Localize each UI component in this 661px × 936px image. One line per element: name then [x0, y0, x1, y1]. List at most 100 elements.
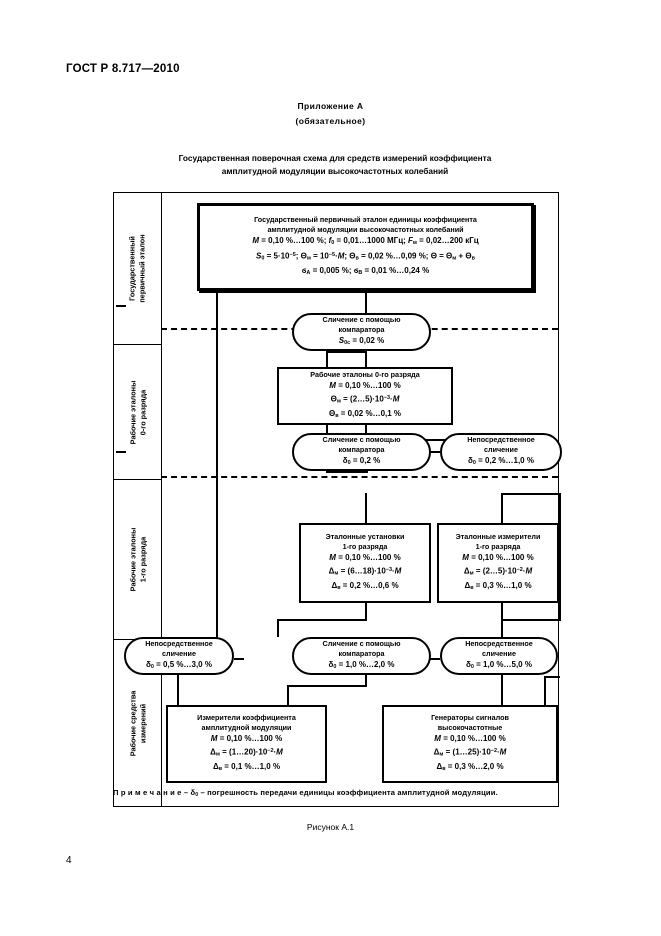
node-formula-3: Δв = 0,2 %…0,6 %	[331, 580, 399, 591]
band-label-line2: первичный эталон	[137, 234, 147, 303]
node-direct-comparison-3[interactable]: Непосредственное сличение δ0 = 1,0 %…5,0…	[440, 637, 558, 675]
node-title-line1: Эталонные измерители	[455, 532, 541, 542]
node-line2: компаратора	[338, 444, 385, 454]
connector	[287, 685, 367, 687]
node-formula-1: M = 0,10 %…100 %	[329, 381, 401, 391]
node-line1: Сличение с помощью	[322, 314, 401, 324]
appendix-heading: Приложение А (обязательное)	[0, 99, 661, 129]
band-label-line1: Рабочие эталоны	[128, 380, 137, 444]
connector	[501, 667, 503, 705]
node-reference-setups-1[interactable]: Эталонные установки 1-го разряда M = 0,1…	[299, 523, 431, 603]
node-direct-comparison-2[interactable]: Непосредственное сличение δ0 = 0,5 %…3,0…	[124, 637, 234, 675]
figure-caption: Рисунок А.1	[306, 822, 355, 832]
diagram-note-text: П р и м е ч а н и е – δ0 – погрешность п…	[113, 788, 498, 799]
node-formula-3: Θв = 0,02 %…0,1 %	[328, 408, 402, 419]
node-formula: S0с = 0,02 %	[338, 335, 385, 347]
node-comparison-2[interactable]: Сличение с помощью компаратора δ0 = 0,2 …	[292, 433, 431, 471]
node-formula-2: Θм = (2…5)·10−3·M	[330, 394, 400, 405]
connector	[216, 291, 367, 293]
connector	[216, 291, 218, 646]
node-comparison-1[interactable]: Сличение с помощью компаратора S0с = 0,0…	[292, 313, 431, 351]
node-working-standards-0[interactable]: Рабочие эталоны 0-го разряда M = 0,10 %……	[277, 367, 453, 425]
node-hf-generators[interactable]: Генераторы сигналов высокочастотные M = …	[382, 705, 558, 783]
node-formula: δ0 = 0,2 %…1,0 %	[468, 455, 534, 467]
node-title-line2: высокочастотные	[437, 723, 503, 733]
node-formula-1: M = 0,10 %…100 %	[329, 553, 401, 563]
figure-title-line1: Государственная поверочная схема для сре…	[178, 153, 492, 163]
connector	[430, 451, 440, 453]
figure-title: Государственная поверочная схема для сре…	[110, 152, 560, 177]
appendix-kind: (обязательное)	[295, 116, 366, 126]
node-formula-1: M = 0,10 %…100 %	[210, 734, 283, 744]
band-label-line2: 1-го разряда	[137, 536, 147, 583]
node-line1: Сличение с помощью	[322, 434, 401, 444]
band-label-line2: 0-го разряда	[137, 389, 147, 435]
connector	[365, 493, 367, 523]
connector	[234, 658, 244, 660]
node-formula-2: Δм = (6…18)·10−3·M	[328, 566, 402, 577]
node-title: Рабочие эталоны 0-го разряда	[310, 370, 420, 380]
node-formula-1: M = 0,10 %…100 %	[462, 553, 534, 563]
connector	[430, 658, 440, 660]
node-comparison-3[interactable]: Сличение с помощью компаратора δ0 = 1,0 …	[292, 637, 431, 675]
node-formula-2: Δм = (1…20)·10−2·M	[210, 747, 283, 758]
connector	[365, 667, 367, 687]
connector	[501, 493, 503, 523]
node-reference-meters-1[interactable]: Эталонные измерители 1-го разряда M = 0,…	[437, 523, 559, 603]
connector	[559, 493, 561, 619]
connector	[501, 493, 561, 495]
band-label-line1: Рабочие средства	[128, 690, 138, 757]
node-title-line2: 1-го разряда	[475, 542, 521, 552]
node-line1: Сличение с помощью	[322, 638, 401, 648]
connector	[326, 471, 368, 473]
node-formula: δ0 = 1,0 %…5,0 %	[466, 659, 532, 671]
standard-number: ГОСТ Р 8.717—2010	[66, 63, 180, 75]
band-label-line2: измерений	[137, 703, 147, 744]
node-line2: сличение	[484, 444, 518, 454]
connector	[365, 439, 503, 441]
node-title-line2: 1-го разряда	[342, 542, 388, 552]
connector	[177, 667, 179, 705]
node-formula-1: M = 0,10 %…100 %	[434, 734, 506, 744]
node-formula-2: Δм = (2…5)·10−2·M	[463, 566, 533, 577]
node-title-line1: Генераторы сигналов	[431, 713, 509, 723]
node-formula: δ0 = 1,0 %…2,0 %	[328, 659, 395, 671]
connector	[365, 291, 367, 313]
connector	[544, 676, 560, 678]
band-label-line1: Рабочие эталоны	[128, 527, 137, 592]
node-formula-2: Δм = (1…25)·10−2·M	[433, 747, 507, 758]
node-line2: сличение	[162, 648, 196, 658]
node-title-line2: амплитудной модуляции высокочастотных ко…	[267, 225, 464, 234]
connector	[116, 451, 126, 453]
node-title-line1: Эталонные установки	[325, 532, 405, 542]
node-line1: Непосредственное	[465, 638, 533, 648]
node-direct-comparison-1[interactable]: Непосредственное сличение δ0 = 0,2 %…1,0…	[440, 433, 562, 471]
band-column-separator	[161, 193, 162, 806]
tier-divider-2	[161, 476, 558, 478]
band-label-line1: Государственный	[128, 236, 138, 301]
node-line1: Непосредственное	[467, 434, 535, 444]
connector	[365, 351, 367, 367]
connector	[287, 685, 289, 705]
page-number: 4	[66, 855, 72, 866]
node-am-meters[interactable]: Измерители коэффициента амплитудной моду…	[166, 705, 327, 783]
connector	[116, 305, 126, 307]
node-primary-standard[interactable]: Государственный первичный эталон единицы…	[197, 203, 534, 291]
connector	[501, 619, 561, 621]
node-formula-3: Δв = 0,3 %…1,0 %	[464, 580, 532, 591]
node-line1: Непосредственное	[145, 638, 213, 648]
node-formula: δ0 = 0,2 %	[342, 455, 381, 467]
node-formula-1: M = 0,10 %…100 %; f0 = 0,01…1000 МГц; Fм…	[252, 236, 479, 247]
connector	[277, 619, 279, 637]
node-line2: компаратора	[338, 648, 385, 658]
connector	[544, 676, 546, 705]
node-formula: δ0 = 0,5 %…3,0 %	[146, 659, 212, 671]
node-title-line2: амплитудной модуляции	[201, 723, 292, 733]
node-formula-2: S0 = 5·10−5; Θм = 10−5·M; Θв = 0,02 %…0,…	[256, 251, 475, 262]
figure-title-line2: амплитудной модуляции высокочастотных ко…	[221, 165, 449, 176]
node-formula-3: ϭA = 0,005 %; ϭB = 0,01 %…0,24 %	[301, 265, 430, 276]
